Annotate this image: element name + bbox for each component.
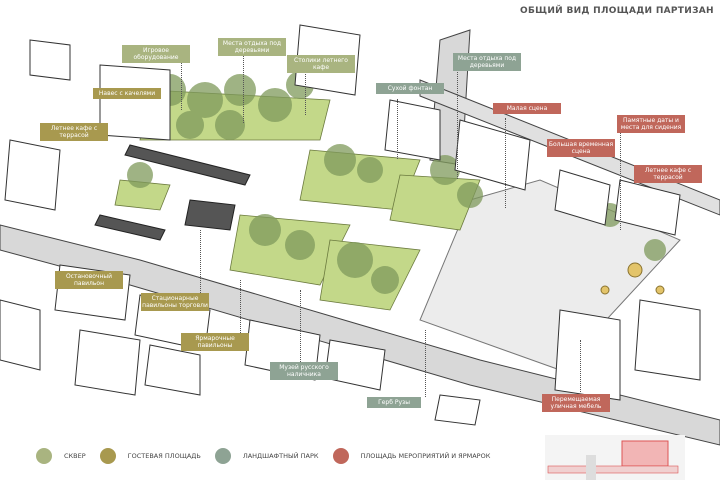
- legend-label: СКВЕР: [64, 452, 86, 460]
- event-square: [419, 179, 681, 371]
- label-summer-cafe-events: Летнее кафе с террасой: [634, 165, 702, 183]
- label-rest-under-trees-park: Места отдыха под деревьями: [453, 53, 521, 71]
- leader-line: [300, 290, 301, 362]
- legend-swatch: [332, 448, 349, 464]
- legend-item-events-square: ПЛОЩАДЬ МЕРОПРИЯТИЙ И ЯРМАРОК: [332, 448, 491, 464]
- label-coat-of-arms: Герб Рузы: [367, 397, 421, 408]
- legend-label: ЛАНДШАФТНЫЙ ПАРК: [242, 452, 319, 460]
- label-dry-fountain: Сухой фонтан: [376, 83, 444, 94]
- legend-swatch: [214, 448, 231, 464]
- leader-line: [505, 118, 506, 208]
- leader-line: [425, 330, 426, 397]
- legend-item-guest-square: ГОСТЕВАЯ ПЛОЩАДЬ: [99, 448, 201, 464]
- church-domes: [600, 262, 665, 295]
- leader-line: [243, 53, 244, 123]
- leader-line: [397, 99, 398, 159]
- legend-swatch: [99, 448, 116, 464]
- locator-map: [545, 435, 685, 480]
- leader-line: [580, 340, 581, 392]
- legend: СКВЕР ГОСТЕВАЯ ПЛОЩАДЬ ЛАНДШАФТНЫЙ ПАРК …: [36, 448, 504, 464]
- label-summer-cafe: Летнее кафе с террасой: [40, 123, 108, 141]
- label-big-stage: Большая временная сцена: [547, 139, 615, 157]
- label-rest-under-trees: Места отдыха под деревьями: [218, 38, 286, 56]
- page-title: ОБЩИЙ ВИД ПЛОЩАДИ ПАРТИЗАН: [520, 6, 714, 16]
- label-playground: Игровое оборудование: [122, 45, 190, 63]
- label-mobile-furniture: Перемещаемая уличная мебель: [542, 394, 610, 412]
- label-museum: Музей русского наличника: [270, 362, 338, 380]
- pavilions: [94, 144, 251, 241]
- label-fair-pavilions: Ярмарочные павильоны: [181, 333, 249, 351]
- legend-item-landscape-park: ЛАНДШАФТНЫЙ ПАРК: [214, 448, 319, 464]
- legend-label: ГОСТЕВАЯ ПЛОЩАДЬ: [127, 452, 201, 460]
- leader-line: [181, 60, 182, 110]
- label-cafe-tables: Столики летнего кафе: [287, 55, 355, 73]
- leader-line: [305, 70, 306, 115]
- label-trade-pavilions: Стационарные павильоны торговли: [141, 293, 209, 311]
- main-road: [0, 224, 720, 446]
- label-bus-stop: Остановочный павильон: [55, 271, 123, 289]
- legend-label: ПЛОЩАДЬ МЕРОПРИЯТИЙ И ЯРМАРОК: [360, 452, 491, 460]
- leader-line: [240, 280, 241, 333]
- leader-line: [620, 130, 621, 230]
- label-memorial-dates: Памятные даты и места для сидения: [617, 115, 685, 133]
- legend-item-skver: СКВЕР: [36, 448, 86, 464]
- label-small-stage: Малая сцена: [493, 103, 561, 114]
- buildings: [0, 24, 701, 426]
- label-swing-canopy: Навес с качелями: [93, 88, 161, 99]
- leader-line: [457, 69, 458, 179]
- legend-swatch: [36, 448, 52, 464]
- leader-line: [200, 230, 201, 293]
